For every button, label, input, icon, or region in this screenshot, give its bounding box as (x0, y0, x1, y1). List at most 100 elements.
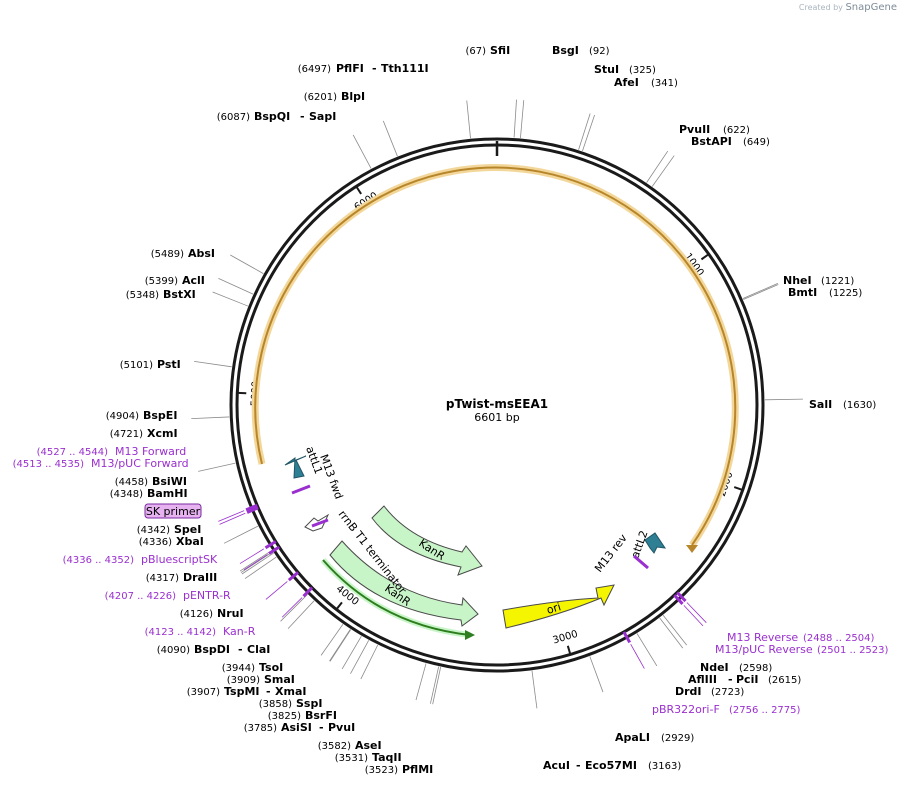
svg-text:AclI: AclI (182, 274, 205, 287)
enzyme-label[interactable]: AcuI-Eco57MI(3163) (543, 759, 681, 772)
m13-fwd-feature[interactable] (291, 484, 311, 495)
svg-text:(5348): (5348) (126, 290, 159, 301)
enzyme-label[interactable]: (4090)BspDI-ClaI (157, 643, 271, 656)
enzyme-label[interactable]: (4342) SpeI (137, 523, 202, 536)
enzyme-leader-line (350, 640, 370, 674)
enzyme-label[interactable]: (3785)AsiSI-PvuI (244, 721, 355, 734)
enzyme-label[interactable]: (3907)TspMI-XmaI (187, 685, 307, 698)
svg-text:AflIII: AflIII (688, 673, 717, 686)
primer-label[interactable]: M13/pUC Reverse(2501 .. 2523) (715, 643, 889, 656)
bp-tick (733, 486, 743, 491)
enzyme-label[interactable]: (5101)PstI (120, 358, 181, 371)
svg-text:NdeI: NdeI (700, 661, 729, 674)
enzyme-label[interactable]: BstAPI(649) (691, 135, 770, 148)
kanr-feature-2[interactable] (329, 540, 479, 627)
svg-text:AcuI: AcuI (543, 759, 570, 772)
enzyme-label[interactable]: ApaLI(2929) (615, 731, 694, 744)
primer-label[interactable]: (4123 .. 4142)Kan-R (145, 625, 256, 638)
primer-site-mark (246, 506, 259, 514)
enzyme-leader-line (659, 617, 684, 649)
primer-label[interactable]: (4527 .. 4544)M13 Forward (37, 445, 187, 458)
kanr-feature-1[interactable] (371, 505, 483, 576)
svg-text:BspEI: BspEI (143, 409, 177, 422)
m13-rev-label: M13 rev (592, 531, 630, 574)
enzyme-label[interactable]: (4336)XbaI (139, 535, 204, 548)
enzyme-label[interactable]: BmtI(1225) (788, 286, 862, 299)
primer-leader-line (219, 512, 246, 525)
primer-label[interactable]: (4207 .. 4226)pENTR-R (105, 589, 231, 602)
primer-leader-line (683, 605, 704, 627)
enzyme-label[interactable]: (6087)BspQI-SapI (217, 110, 337, 123)
enzyme-label[interactable]: (3825)BsrFI (268, 709, 337, 722)
svg-text:(325): (325) (629, 65, 656, 76)
svg-text:(67): (67) (465, 46, 486, 57)
primer-leader-line (281, 597, 303, 618)
svg-text:SK primer: SK primer (146, 505, 201, 518)
primer-leader-line (218, 510, 245, 522)
svg-text:(4342): (4342) (137, 525, 170, 536)
enzyme-label[interactable]: (4721)XcmI (110, 427, 178, 440)
enzyme-label[interactable]: (3531)TaqII (335, 751, 402, 764)
enzyme-label[interactable]: (5399)AclI (145, 274, 205, 287)
primer-label[interactable]: M13 Reverse(2488 .. 2504) (727, 631, 875, 644)
enzyme-leader-line (764, 398, 803, 401)
sk-primer-label[interactable]: SK primer (144, 503, 202, 519)
svg-text:BamHI: BamHI (147, 487, 188, 500)
primer-label[interactable]: (4513 .. 4535)M13/pUC Forward (13, 457, 189, 470)
svg-text:(2488 .. 2504): (2488 .. 2504) (803, 633, 875, 644)
attl1-feature[interactable] (284, 455, 307, 479)
attl2-feature[interactable] (644, 532, 667, 554)
enzyme-label[interactable]: (5489)AbsI (151, 247, 215, 260)
svg-text:DraIII: DraIII (183, 571, 217, 584)
svg-text:BspQI: BspQI (254, 110, 290, 123)
svg-text:SpeI: SpeI (174, 523, 201, 536)
svg-text:BstXI: BstXI (163, 288, 196, 301)
enzyme-label[interactable]: SalI(1630) (809, 398, 876, 411)
enzyme-label[interactable]: (3944)TsoI (222, 661, 284, 674)
enzyme-leader-line (531, 670, 538, 709)
enzyme-label[interactable]: (6497)PflFI-Tth111I (298, 62, 429, 75)
enzyme-leader-line (239, 550, 273, 572)
enzyme-label[interactable]: BsgI(92) (552, 44, 610, 57)
primer-label[interactable]: pBR322ori-F(2756 .. 2775) (652, 703, 801, 716)
enzyme-label[interactable]: (4348)BamHI (110, 487, 188, 500)
ori-label: ori (545, 600, 562, 617)
enzyme-label[interactable]: (4458)BsiWI (115, 475, 187, 488)
enzyme-label[interactable]: (3523)PflMI (365, 763, 434, 776)
enzyme-label[interactable]: (3909)SmaI (227, 673, 295, 686)
enzyme-label[interactable]: (3582)AseI (318, 739, 382, 752)
primer-site-mark (673, 594, 684, 605)
svg-text:SspI: SspI (296, 697, 322, 710)
enzyme-label[interactable]: NdeI(2598) (700, 661, 772, 674)
enzyme-label[interactable]: PvuII(622) (679, 123, 750, 136)
enzyme-label[interactable]: (4126)NruI (180, 607, 244, 620)
enzyme-label[interactable]: AfeI(341) (614, 76, 678, 89)
svg-text:Eco57MI: Eco57MI (585, 759, 637, 772)
svg-text:-: - (238, 643, 243, 656)
svg-text:BsrFI: BsrFI (305, 709, 337, 722)
svg-text:Tth111I: Tth111I (381, 62, 429, 75)
enzyme-label[interactable]: (6201)BlpI (304, 90, 365, 103)
bp-tick (700, 253, 709, 261)
enzyme-leader-line (341, 635, 362, 670)
enzyme-leader-line (280, 594, 308, 622)
primer-label[interactable]: (4336 .. 4352)pBluescriptSK (63, 553, 218, 566)
enzyme-label[interactable]: StuI(325) (594, 63, 656, 76)
enzyme-label[interactable]: (5348) BstXI (126, 288, 196, 301)
svg-text:(4513 .. 4535): (4513 .. 4535) (13, 459, 85, 470)
enzyme-label[interactable]: AflIII-PciI(2615) (688, 673, 801, 686)
enzyme-label[interactable]: DrdI(2723) (675, 685, 744, 698)
m13-rev-feature[interactable] (633, 554, 649, 570)
enzyme-label[interactable]: (3858)SspI (259, 697, 323, 710)
enzyme-label[interactable]: (4317)DraIII (146, 571, 218, 584)
enzyme-label[interactable]: (67)SfiI (465, 44, 510, 57)
svg-text:(3582): (3582) (318, 741, 351, 752)
svg-text:BsiWI: BsiWI (152, 475, 187, 488)
svg-text:-: - (300, 110, 305, 123)
svg-text:AfeI: AfeI (614, 76, 639, 89)
enzyme-label[interactable]: NheI(1221) (783, 274, 854, 287)
enzyme-label[interactable]: (4904)BspEI (106, 409, 178, 422)
ori-feature[interactable] (502, 584, 615, 629)
insert-arc (254, 166, 737, 546)
svg-text:(3523): (3523) (365, 765, 398, 776)
